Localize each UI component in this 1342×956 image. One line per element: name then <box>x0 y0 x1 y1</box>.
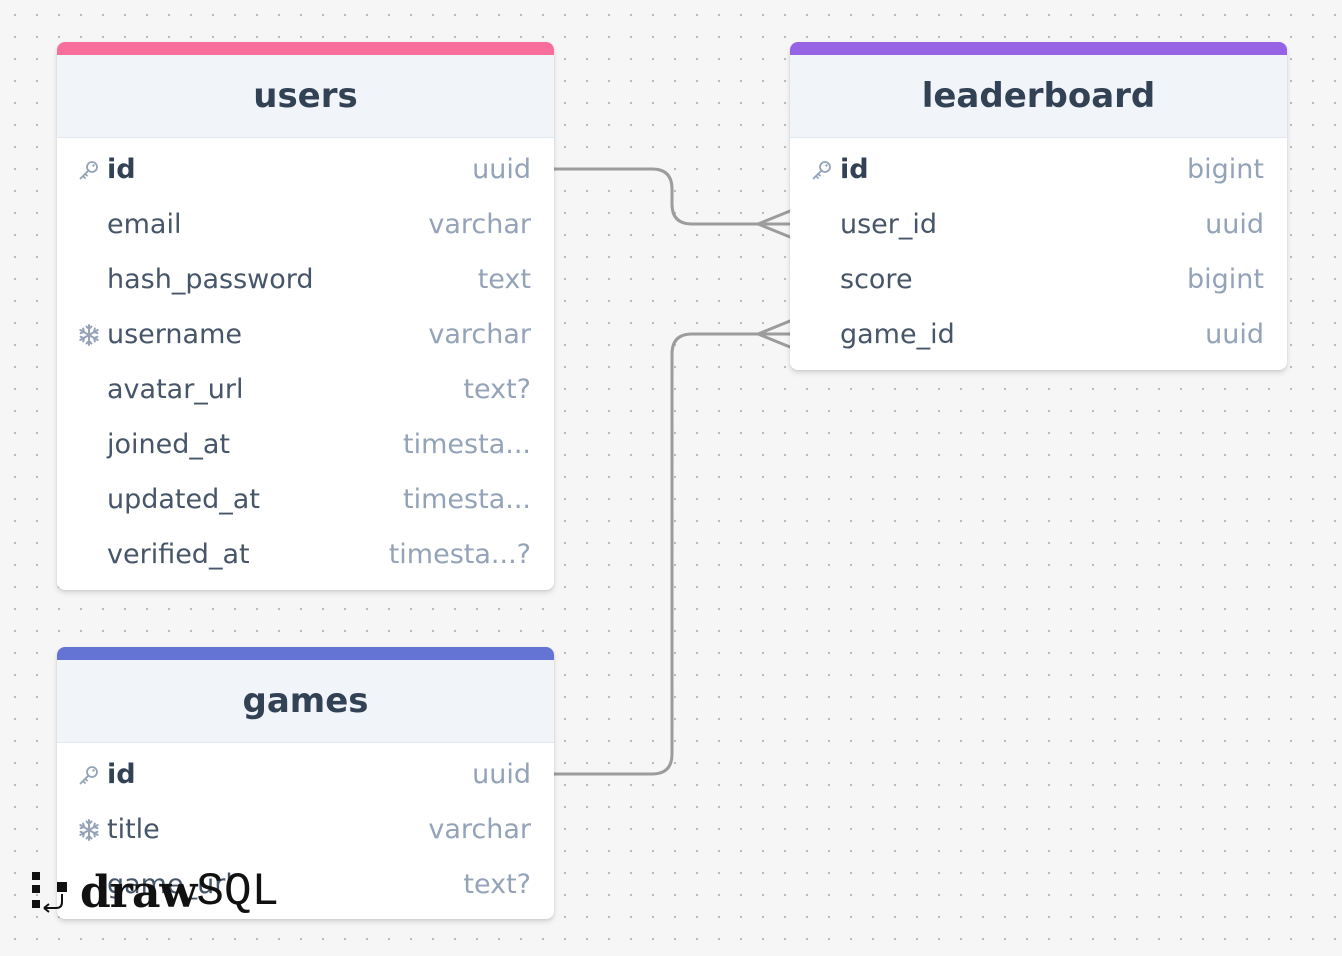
field-list: id uuid title varchar game_url text? <box>57 743 554 919</box>
field-name: verified_at <box>107 539 250 570</box>
table-title: leaderboard <box>921 76 1156 116</box>
drawsql-logo-icon <box>30 870 72 914</box>
field-type: text? <box>463 869 531 900</box>
field-row-hash-password[interactable]: hash_password text <box>57 252 554 307</box>
field-row-game-id[interactable]: game_id uuid <box>790 307 1287 362</box>
field-name: avatar_url <box>107 374 244 405</box>
field-row-verified-at[interactable]: verified_at timesta...? <box>57 527 554 582</box>
field-name: username <box>107 319 242 350</box>
table-accent-bar <box>57 647 554 660</box>
field-row-email[interactable]: email varchar <box>57 197 554 252</box>
snowflake-icon <box>77 818 101 842</box>
table-header[interactable]: users <box>57 55 554 138</box>
field-name: joined_at <box>107 429 231 460</box>
table-accent-bar <box>57 42 554 55</box>
field-type: timesta... <box>403 484 531 515</box>
field-type: bigint <box>1187 264 1264 295</box>
field-name: score <box>840 264 913 295</box>
field-list: id uuid email varchar hash_password text usern… <box>57 138 554 590</box>
field-name: hash_password <box>107 264 314 295</box>
drawsql-logo: draw SQL <box>30 866 279 918</box>
table-accent-bar <box>790 42 1287 55</box>
table-header[interactable]: leaderboard <box>790 55 1287 138</box>
field-type: timesta... <box>403 429 531 460</box>
relation-users-leaderboard[interactable] <box>552 167 792 226</box>
field-type: text <box>477 264 531 295</box>
key-icon <box>77 763 101 787</box>
field-name: title <box>107 814 160 845</box>
field-type: uuid <box>1205 209 1264 240</box>
field-row-game-url[interactable]: game_url text? <box>57 857 554 912</box>
field-type: text? <box>463 374 531 405</box>
field-row-score[interactable]: score bigint <box>790 252 1287 307</box>
field-type: bigint <box>1187 154 1264 185</box>
field-row-updated-at[interactable]: updated_at timesta... <box>57 472 554 527</box>
key-icon <box>810 158 834 182</box>
field-type: uuid <box>472 759 531 790</box>
relation-games-leaderboard[interactable] <box>552 332 792 776</box>
table-title: games <box>242 681 369 721</box>
field-name: id <box>107 154 136 185</box>
field-name: id <box>840 154 869 185</box>
field-row-id[interactable]: id uuid <box>57 747 554 802</box>
table-title: users <box>253 76 358 116</box>
field-row-id[interactable]: id bigint <box>790 142 1287 197</box>
field-name: id <box>107 759 136 790</box>
field-row-joined-at[interactable]: joined_at timesta... <box>57 417 554 472</box>
field-type: timesta...? <box>388 539 531 570</box>
snowflake-icon <box>77 323 101 347</box>
key-icon <box>77 158 101 182</box>
field-name: user_id <box>840 209 938 240</box>
field-type: uuid <box>1205 319 1264 350</box>
field-type: uuid <box>472 154 531 185</box>
crowfoot-game-id <box>756 319 792 349</box>
field-name: game_url <box>107 869 233 900</box>
logo-word-draw: draw <box>80 866 197 918</box>
table-header[interactable]: games <box>57 660 554 743</box>
field-type: varchar <box>428 319 531 350</box>
field-row-username[interactable]: username varchar <box>57 307 554 362</box>
field-type: varchar <box>428 814 531 845</box>
field-row-user-id[interactable]: user_id uuid <box>790 197 1287 252</box>
field-row-avatar-url[interactable]: avatar_url text? <box>57 362 554 417</box>
field-name: updated_at <box>107 484 260 515</box>
field-row-title[interactable]: title varchar <box>57 802 554 857</box>
field-name: email <box>107 209 182 240</box>
table-games[interactable]: games id uuid title varchar game_url text? <box>57 647 554 919</box>
logo-word-sql: SQL <box>196 866 280 918</box>
field-type: varchar <box>428 209 531 240</box>
field-row-id[interactable]: id uuid <box>57 142 554 197</box>
field-name: game_id <box>840 319 955 350</box>
crowfoot-user-id <box>756 209 792 239</box>
